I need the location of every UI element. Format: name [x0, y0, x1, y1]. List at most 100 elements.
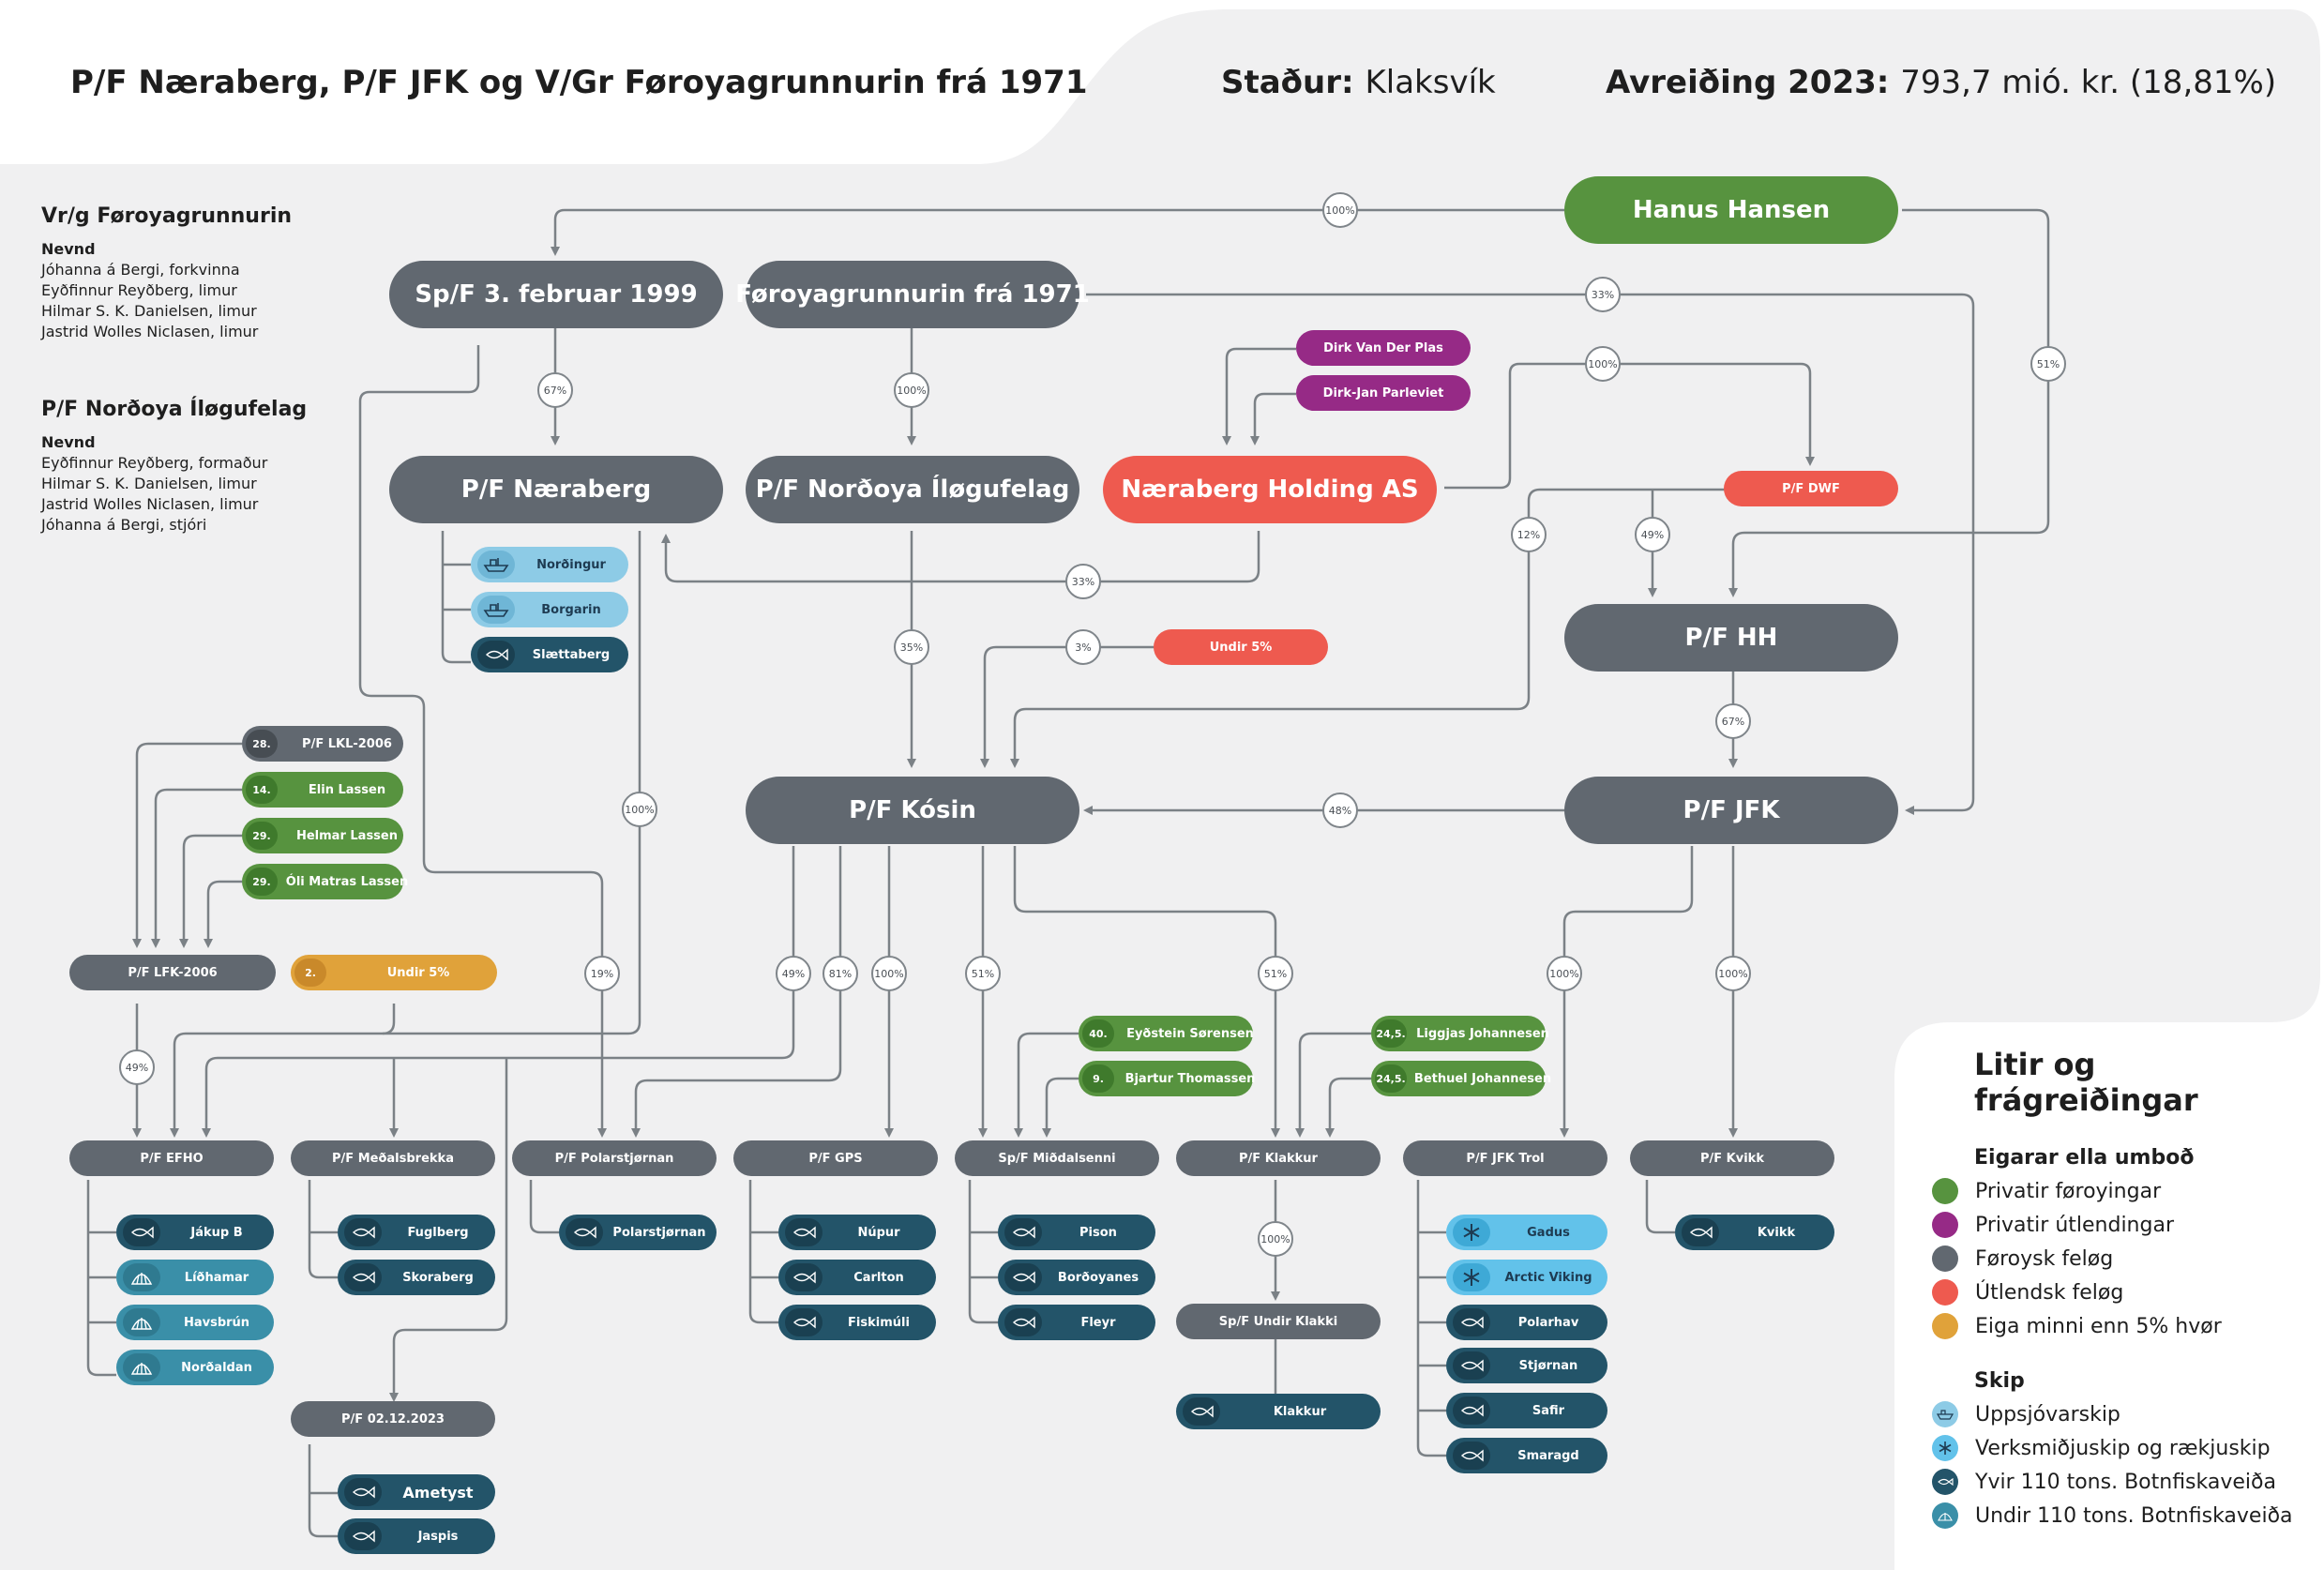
- ni-member: Jóhanna á Bergi, stjóri: [41, 516, 207, 534]
- fish-icon: [123, 1218, 160, 1246]
- ship-ametyst[interactable]: Ametyst: [338, 1474, 495, 1510]
- ship-gadus[interactable]: Gadus: [1446, 1215, 1607, 1250]
- node-nordoya-ilogufelag[interactable]: P/F Norðoya Íløgufelag: [746, 456, 1079, 523]
- ownership-badge: 67%: [537, 372, 573, 408]
- ship-klakkur[interactable]: Klakkur: [1176, 1394, 1381, 1429]
- legend-swatch: [1932, 1279, 1958, 1306]
- node-hh[interactable]: P/F HH: [1564, 604, 1898, 672]
- legend-row: Føroysk feløg: [1932, 1245, 2113, 1272]
- node-oli-matras-lassen[interactable]: 29.Óli Matras Lassen: [242, 864, 408, 899]
- fish-icon: [1004, 1218, 1042, 1246]
- ship-carlton[interactable]: Carlton: [778, 1260, 936, 1295]
- ship-arctic-viking[interactable]: Arctic Viking: [1446, 1260, 1607, 1295]
- legend-row: Privatir føroyingar: [1932, 1178, 2161, 1204]
- ship-jakup-b[interactable]: Jákup B: [116, 1215, 274, 1250]
- legend-row: Yvir 110 tons. Botnfiskaveiða: [1932, 1469, 2276, 1495]
- fish-icon: [785, 1263, 822, 1291]
- ship-safir[interactable]: Safir: [1446, 1393, 1607, 1428]
- node-bjartur-thomassen[interactable]: 9.Bjartur Thomassen: [1079, 1061, 1256, 1096]
- legend-row: Privatir útlendingar: [1932, 1212, 2174, 1238]
- legend-swatch: [1932, 1178, 1958, 1204]
- ni-member: Eyðfinnur Reyðberg, formaður: [41, 454, 268, 472]
- node-naeraberg-holding[interactable]: Næraberg Holding AS: [1103, 456, 1437, 523]
- ship-pison[interactable]: Pison: [998, 1215, 1155, 1250]
- fish-icon: [344, 1218, 382, 1246]
- ship-smaragd[interactable]: Smaragd: [1446, 1438, 1607, 1473]
- ownership-badge: 48%: [1322, 793, 1358, 828]
- ni-member: Jastrid Wolles Niclasen, limur: [41, 495, 259, 513]
- node-dwf[interactable]: P/F DWF: [1724, 471, 1898, 506]
- ship-fleyr[interactable]: Fleyr: [998, 1305, 1155, 1340]
- ship-nordaldan[interactable]: Norðaldan: [116, 1350, 274, 1385]
- node-jfk[interactable]: P/F JFK: [1564, 777, 1898, 844]
- node-efho[interactable]: P/F EFHO: [69, 1140, 274, 1176]
- node-bethuel-johannesen[interactable]: 24,5.Bethuel Johannesen: [1371, 1061, 1551, 1096]
- fish-icon: [1004, 1263, 1042, 1291]
- node-label: Óli Matras Lassen: [285, 874, 409, 889]
- node-label: Undir 5%: [386, 965, 450, 980]
- ship-fiskimuli[interactable]: Fiskimúli: [778, 1305, 936, 1340]
- ownership-badge: 100%: [871, 956, 907, 991]
- ship-bordoyanes[interactable]: Borðoyanes: [998, 1260, 1155, 1295]
- ownership-badge: 49%: [1635, 517, 1670, 552]
- fg-member: Jóhanna á Bergi, forkvinna: [41, 261, 240, 279]
- fish-icon: [1004, 1308, 1042, 1336]
- node-lkl-2006[interactable]: 28.P/F LKL-2006: [242, 726, 403, 762]
- snowflake-icon: [1453, 1218, 1490, 1246]
- node-elin-lassen[interactable]: 14.Elin Lassen: [242, 772, 403, 808]
- ship-name: Núpur: [857, 1225, 900, 1240]
- legend-label: Eiga minni enn 5% hvør: [1975, 1314, 2222, 1338]
- ship-borgarin[interactable]: Borgarin: [471, 592, 628, 627]
- ship-stjornan[interactable]: Stjørnan: [1446, 1348, 1607, 1383]
- node-gps[interactable]: P/F GPS: [733, 1140, 938, 1176]
- node-dirk-van-der-plas[interactable]: Dirk Van Der Plas: [1296, 330, 1471, 366]
- fish-icon: [1682, 1218, 1719, 1246]
- fg-member: Eyðfinnur Reyðberg, limur: [41, 281, 237, 299]
- ship-name: Smaragd: [1517, 1448, 1579, 1463]
- node-label: Bjartur Thomassen: [1124, 1071, 1256, 1086]
- ship-jaspis[interactable]: Jaspis: [338, 1518, 495, 1554]
- node-helmar-lassen[interactable]: 29.Helmar Lassen: [242, 818, 403, 853]
- legend-label: Útlendsk feløg: [1975, 1280, 2124, 1305]
- node-kosin[interactable]: P/F Kósin: [746, 777, 1079, 844]
- node-kvikk[interactable]: P/F Kvikk: [1630, 1140, 1834, 1176]
- node-klakkur[interactable]: P/F Klakkur: [1176, 1140, 1381, 1176]
- ship-nupur[interactable]: Núpur: [778, 1215, 936, 1250]
- ship-fuglberg[interactable]: Fuglberg: [338, 1215, 495, 1250]
- ship-skoraberg[interactable]: Skoraberg: [338, 1260, 495, 1295]
- ship-slaettaberg[interactable]: Slættaberg: [471, 637, 628, 672]
- revenue-key: Avreiðing 2023:: [1606, 64, 1890, 101]
- node-label: Bethuel Johannesen: [1413, 1071, 1552, 1086]
- node-polarstjornan[interactable]: P/F Polarstjørnan: [512, 1140, 717, 1176]
- node-feb-1999[interactable]: Sp/F 3. februar 1999: [389, 261, 723, 328]
- ship-lidhamar[interactable]: Líðhamar: [116, 1260, 274, 1295]
- node-lfk-2006[interactable]: P/F LFK-2006: [69, 955, 276, 990]
- node-dirk-jan-parleviet[interactable]: Dirk-Jan Parleviet: [1296, 375, 1471, 411]
- fish-icon: [1453, 1308, 1490, 1336]
- node-midalsenni[interactable]: Sp/F Miðdalsenni: [955, 1140, 1159, 1176]
- ship-polarstjornan[interactable]: Polarstjørnan: [559, 1215, 717, 1250]
- ship-name: Safir: [1532, 1403, 1565, 1418]
- ship-polarhav[interactable]: Polarhav: [1446, 1305, 1607, 1340]
- pelagic-ship-icon: [477, 551, 515, 579]
- node-naeraberg[interactable]: P/F Næraberg: [389, 456, 723, 523]
- node-foroyagrunnurin[interactable]: Føroyagrunnurin frá 1971: [735, 261, 1090, 328]
- legend-row: Undir 110 tons. Botnfiskaveiða: [1932, 1502, 2293, 1529]
- node-liggjas-johannesen[interactable]: 24,5.Liggjas Johannesen: [1371, 1016, 1549, 1051]
- legend-row: Eiga minni enn 5% hvør: [1932, 1313, 2222, 1339]
- ni-member: Hilmar S. K. Danielsen, limur: [41, 475, 257, 492]
- node-jfk-trol[interactable]: P/F JFK Trol: [1403, 1140, 1607, 1176]
- node-undir-5[interactable]: Undir 5%: [1154, 629, 1328, 665]
- node-pf-02-12-2023[interactable]: P/F 02.12.2023: [291, 1401, 495, 1437]
- node-undir-5-b[interactable]: 2.Undir 5%: [291, 955, 497, 990]
- ship-havsbrun[interactable]: Havsbrún: [116, 1305, 274, 1340]
- ownership-badge: 100%: [1585, 346, 1621, 382]
- node-label: Helmar Lassen: [295, 828, 398, 843]
- node-hanus-hansen[interactable]: Hanus Hansen: [1564, 176, 1898, 244]
- node-eydstein-sorensen[interactable]: 40.Eyðstein Sørensen: [1079, 1016, 1254, 1051]
- node-undir-klakki[interactable]: Sp/F Undir Klakki: [1176, 1304, 1381, 1339]
- share-pct: 28.: [246, 730, 278, 758]
- ship-nordingur[interactable]: Norðingur: [471, 547, 628, 582]
- node-medalsbrekka[interactable]: P/F Meðalsbrekka: [291, 1140, 495, 1176]
- ship-kvikk[interactable]: Kvikk: [1675, 1215, 1834, 1250]
